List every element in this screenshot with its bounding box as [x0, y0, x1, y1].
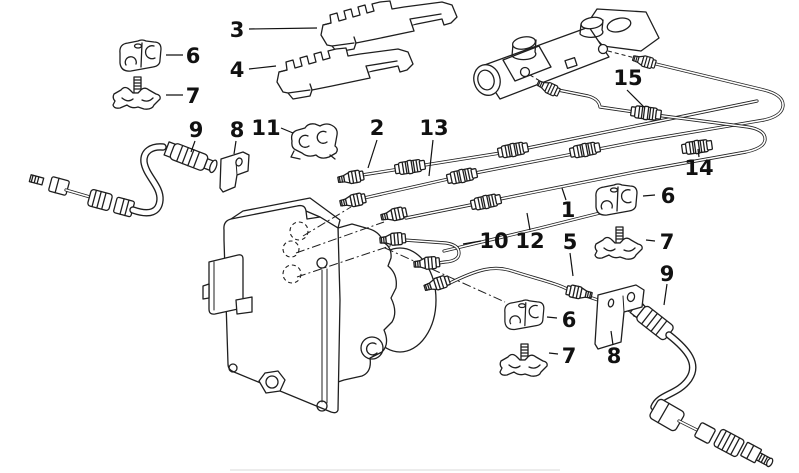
callout-label-13: 13	[419, 116, 448, 140]
callout-label-10: 10	[479, 229, 508, 253]
assembly-centerlines	[295, 206, 506, 303]
abs-bleed-plug	[258, 370, 286, 394]
callout-label-11: 11	[251, 116, 280, 140]
callout-leader-8	[610, 330, 614, 346]
callout-label-14: 14	[684, 156, 713, 180]
bracket-8-right	[594, 284, 645, 350]
callout-label-4: 4	[230, 58, 245, 82]
master-cylinder	[473, 8, 660, 100]
callout-leader-5	[569, 252, 574, 277]
callout-label-6: 6	[186, 44, 201, 68]
callout-leader-15	[626, 89, 645, 108]
callout-label-12: 12	[515, 229, 544, 253]
clamp-6-bottom	[504, 299, 545, 331]
clamp-11	[290, 123, 338, 160]
callout-leader-7	[548, 352, 559, 355]
clamp-6-mid-right	[595, 183, 638, 216]
bracket-8-left	[219, 151, 250, 193]
callout-leader-2	[367, 139, 378, 169]
callout-leader-6	[546, 316, 558, 319]
hose-end-fitting	[163, 141, 218, 174]
brake-hose-right	[629, 300, 774, 468]
callout-label-8: 8	[607, 344, 622, 368]
callout-label-9: 9	[660, 262, 675, 286]
callout-leader-7	[645, 239, 656, 242]
callout-label-3: 3	[230, 18, 245, 42]
callout-leader-11	[280, 127, 294, 134]
callout-label-7: 7	[562, 344, 577, 368]
brake-hose-left	[28, 141, 218, 218]
callout-leader-10	[462, 240, 482, 245]
callout-leader-6	[642, 194, 656, 197]
callout-leader-3	[248, 27, 318, 30]
clamp-6-top-left	[119, 39, 162, 72]
port-centerline-2	[607, 50, 640, 60]
callout-leader-8	[233, 140, 237, 155]
callout-label-7: 7	[660, 230, 675, 254]
callout-label-1: 1	[561, 198, 576, 222]
abs-electrical-connector	[202, 254, 253, 315]
abs-front-face	[223, 204, 341, 414]
callout-label-8: 8	[230, 118, 245, 142]
callout-leader-1	[561, 187, 567, 201]
callout-label-5: 5	[563, 230, 578, 254]
callout-label-6: 6	[661, 184, 676, 208]
abs-hydraulic-unit	[202, 197, 506, 414]
callout-leader-14	[697, 148, 700, 158]
callout-leader-9	[663, 283, 668, 306]
callout-label-15: 15	[613, 66, 642, 90]
callout-leader-9	[190, 140, 196, 153]
callout-leader-4	[248, 65, 277, 70]
callout-label-2: 2	[370, 116, 385, 140]
callout-leader-12	[526, 212, 531, 231]
callout-label-7: 7	[186, 84, 201, 108]
callout-label-9: 9	[189, 118, 204, 142]
callout-label-6: 6	[562, 308, 577, 332]
callout-leader-13	[428, 139, 434, 177]
